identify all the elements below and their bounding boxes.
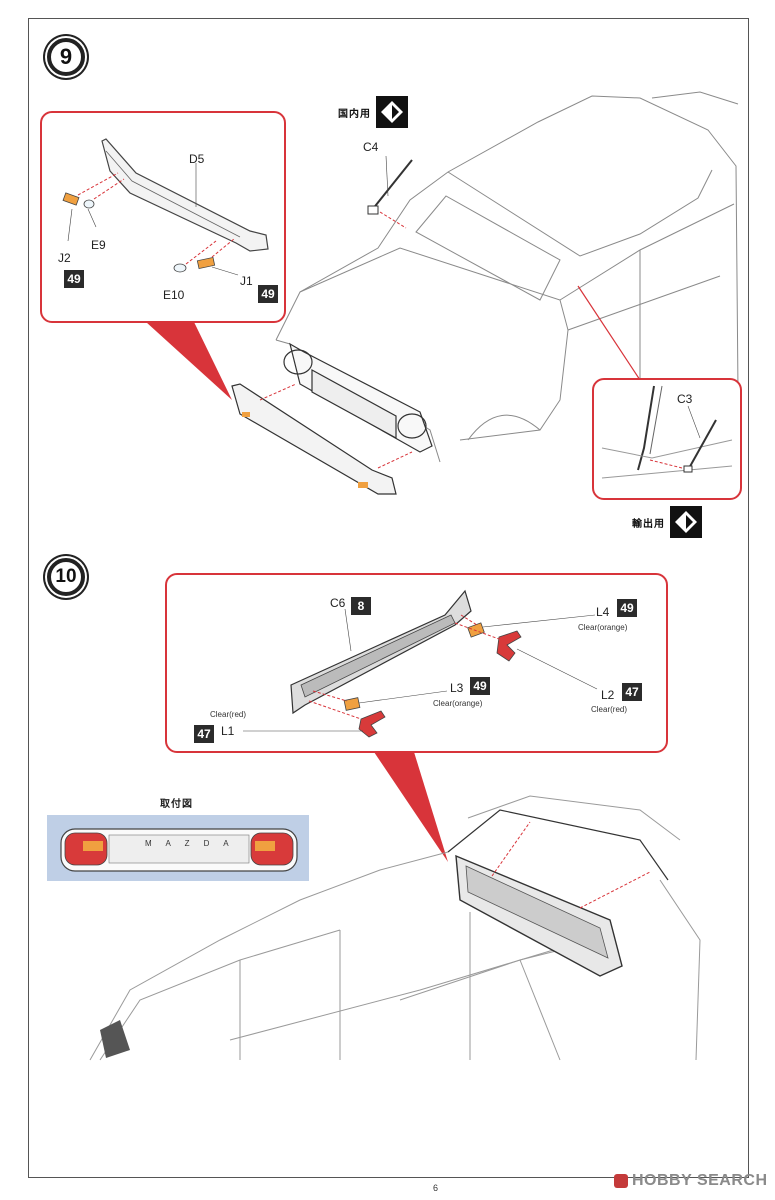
bumper-detail-drawing [62, 138, 269, 276]
paint-l4-badge: 49 [617, 599, 637, 617]
part-l4-label: L4 [596, 605, 610, 619]
installation-view-title: 取付図 [160, 799, 193, 810]
part-e10-label: E10 [163, 288, 185, 302]
export-tag: 輸出用 [632, 506, 702, 538]
page-number: 6 [433, 1183, 439, 1193]
paint-l1-badge: 47 [194, 725, 214, 743]
part-d5-label: D5 [189, 152, 205, 166]
domestic-label: 国内用 [338, 108, 371, 120]
part-c4-label: C4 [363, 140, 379, 154]
step-10-number-text: 10 [55, 566, 77, 587]
part-j1-label: J1 [240, 274, 253, 288]
installation-view-panel: M A Z D A [47, 815, 309, 881]
domestic-tag: 国内用 [338, 96, 408, 128]
part-j2-label: J2 [58, 251, 71, 265]
arrow-pointer-icon [670, 506, 702, 538]
l4-color-label: Clear(orange) [578, 623, 628, 632]
part-l2-label: L2 [601, 688, 615, 702]
emblem-text: M A Z D A [145, 839, 235, 848]
paint-l2-badge: 47 [622, 683, 642, 701]
paint-l3-badge: 49 [470, 677, 490, 695]
step-9-number-text: 9 [59, 44, 73, 69]
part-c3-label: C3 [677, 392, 693, 406]
l2-color-label: Clear(red) [591, 705, 628, 714]
l1-color-label: Clear(red) [210, 710, 247, 719]
paint-c6-badge: 8 [351, 597, 371, 615]
part-l1-label: L1 [221, 724, 235, 738]
paint-j2-badge: 49 [64, 270, 84, 288]
part-c6-label: C6 [330, 596, 346, 610]
l3-color-label: Clear(orange) [433, 699, 483, 708]
part-e9-label: E9 [91, 238, 106, 252]
hobbysearch-logo-icon [614, 1174, 628, 1188]
installation-view-drawing [60, 828, 298, 872]
step-10-number: 10 [47, 558, 85, 596]
taillight-detail-callout [165, 573, 668, 753]
taillight-detail-drawing [243, 589, 598, 738]
pillar-detail-drawing [601, 385, 733, 479]
step-9-number: 9 [47, 38, 85, 76]
export-label: 輸出用 [632, 518, 665, 530]
page-frame [28, 18, 749, 1178]
part-l3-label: L3 [450, 681, 464, 695]
pillar-detail-callout [592, 378, 742, 500]
arrow-pointer-icon [376, 96, 408, 128]
paint-j1-badge: 49 [258, 285, 278, 303]
watermark-text: HOBBY SEARCH [632, 1172, 768, 1189]
